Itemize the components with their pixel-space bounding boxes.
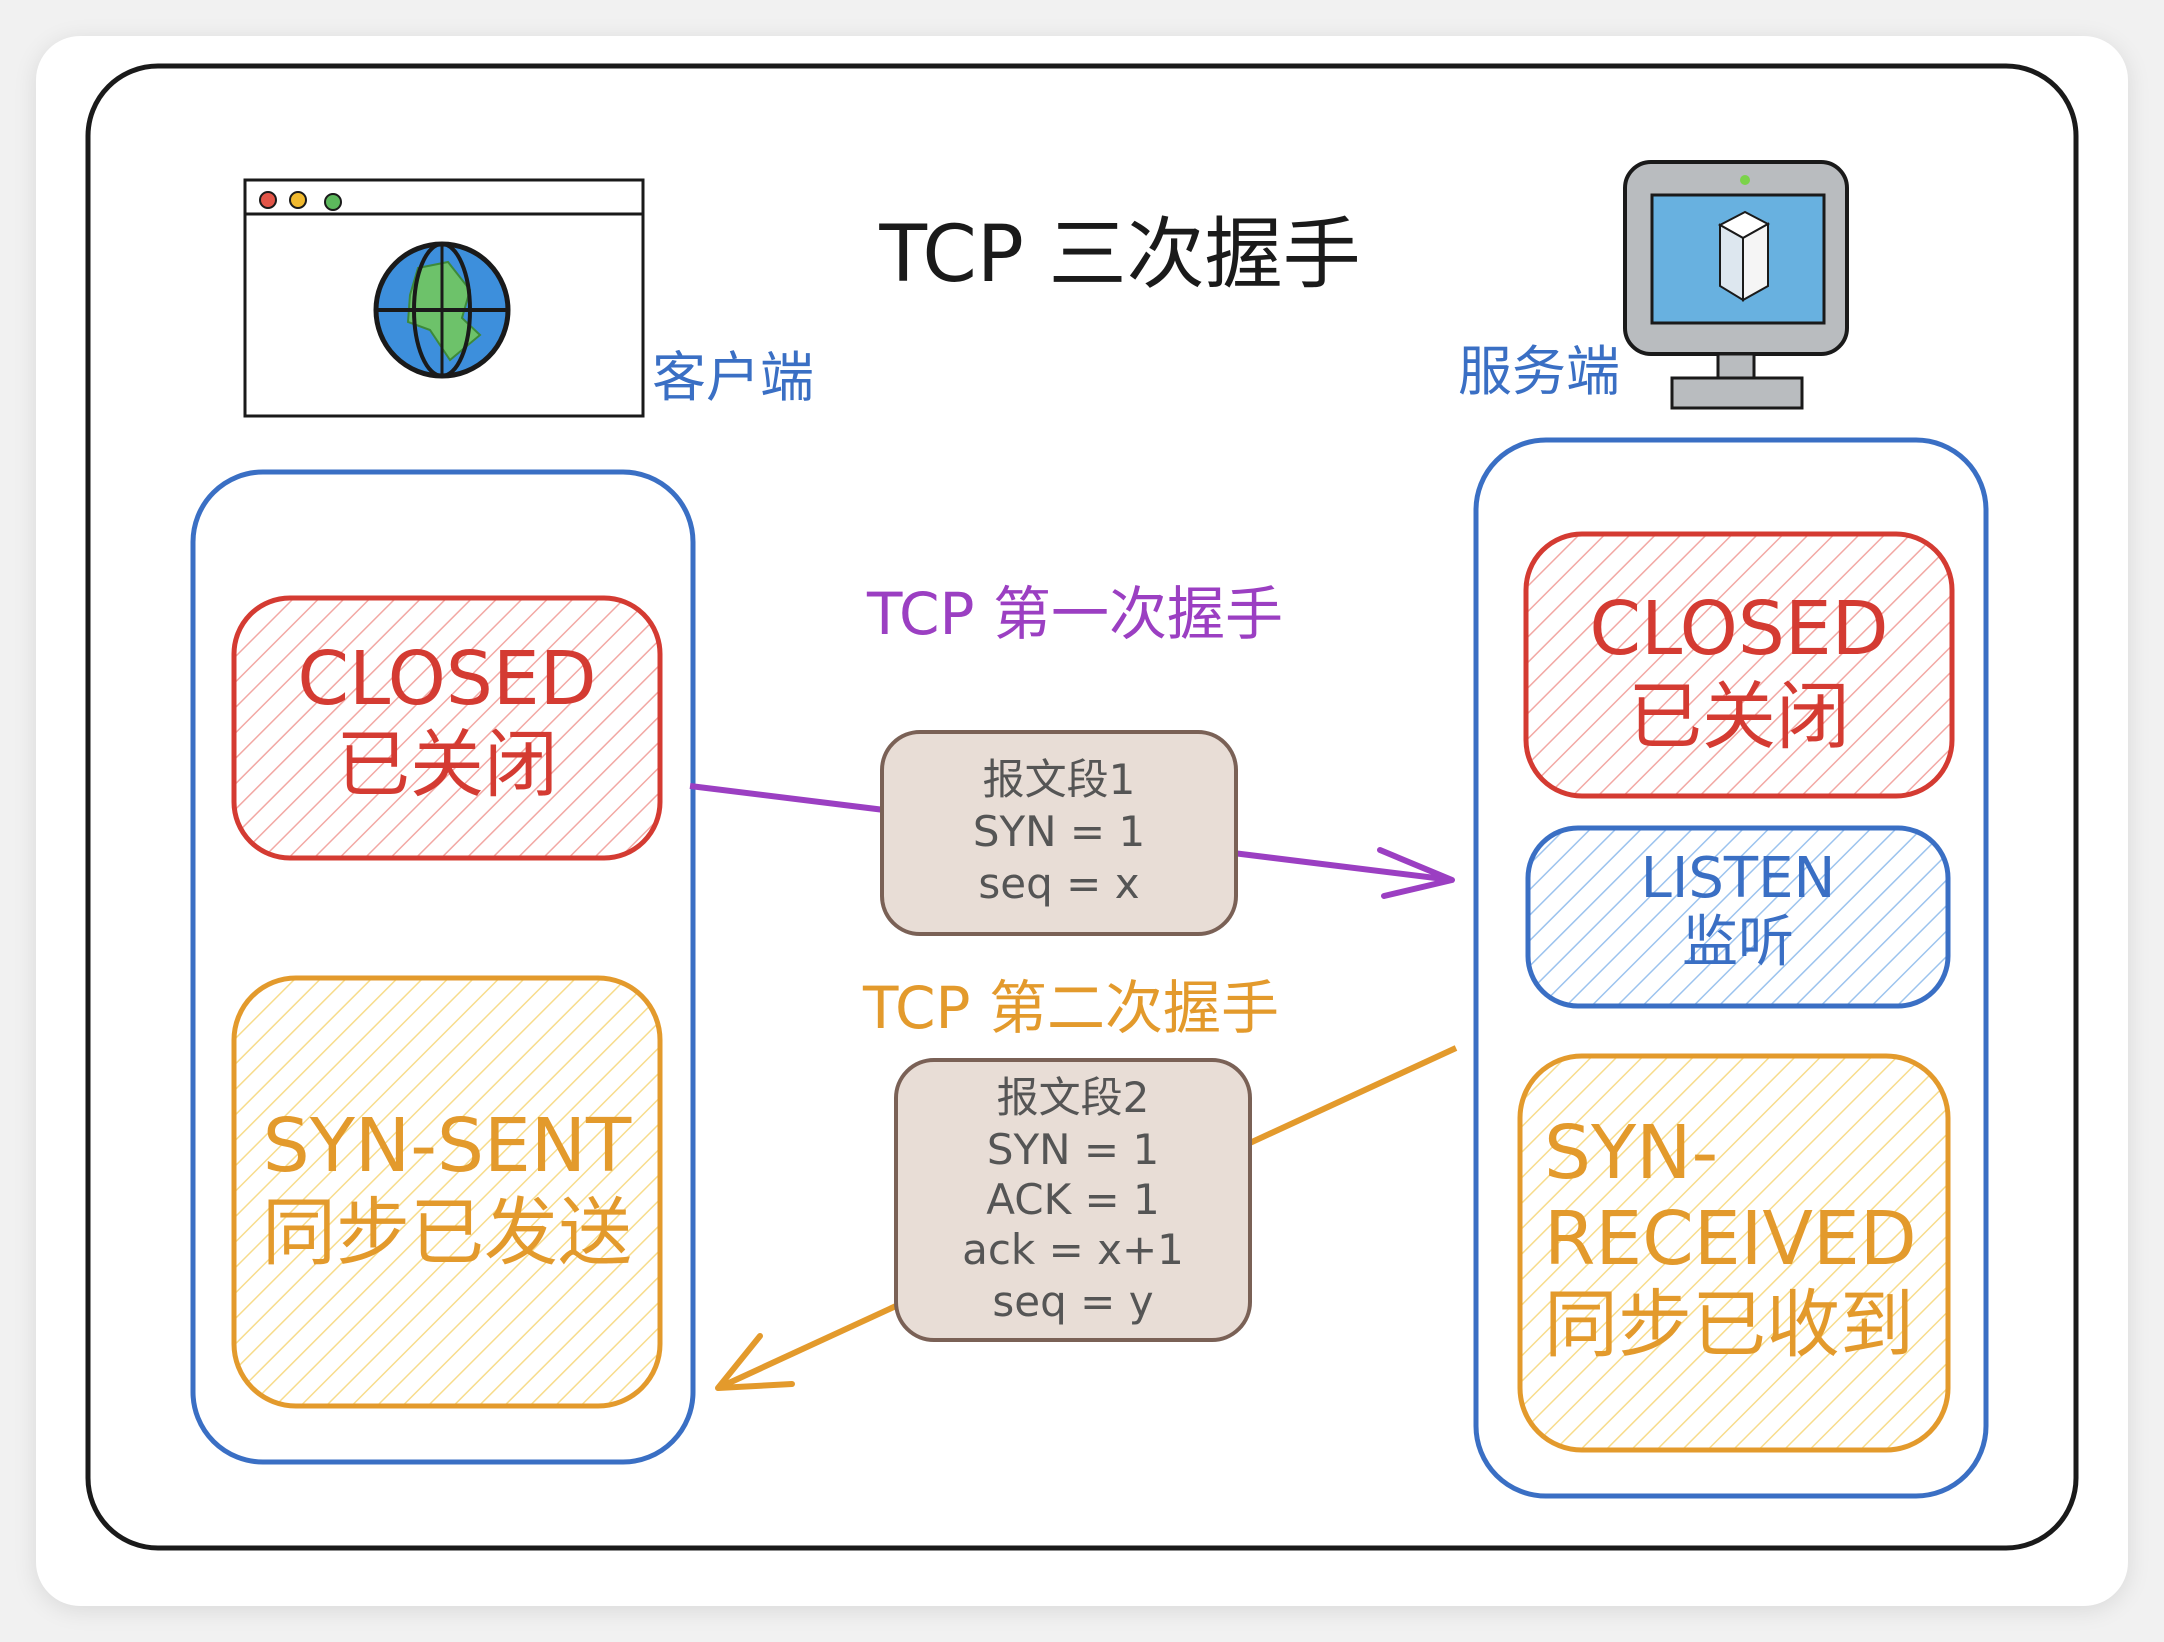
server-closed-zh-label: 已关闭 [1628,674,1850,760]
page-title: TCP 三次握手 [879,210,1361,300]
handshake-2-arrowhead [715,1333,795,1391]
client-closed-label: CLOSED [297,636,597,722]
monitor-icon [1623,160,1849,410]
client-syn-sent-label: SYN-SENT [262,1103,632,1189]
server-syn-received-zh-label: 同步已收到 [1544,1282,1914,1368]
segment-2-line-3: ACK = 1 [986,1175,1160,1224]
client-closed-zh-label: 已关闭 [336,722,558,808]
server-closed-label: CLOSED [1589,586,1889,672]
handshake-1-label: TCP 第一次握手 [867,580,1283,648]
segment-2-line-4: ack = x+1 [962,1225,1184,1274]
server-listen-state-box [1525,825,1951,1009]
client-syn-sent-state-box [231,975,663,1409]
globe-browser-icon [243,178,645,418]
client-label: 客户端 [652,346,814,409]
server-label: 服务端 [1458,340,1620,403]
client-syn-sent-zh-label: 同步已发送 [262,1190,632,1276]
segment-2-line-5: seq = y [992,1277,1154,1326]
segment-2-box [894,1058,1252,1342]
segment-1-line-3: seq = x [978,859,1140,908]
client-container [190,469,696,1465]
server-closed-state-box [1523,531,1955,799]
segment-2-line-2: SYN = 1 [986,1125,1160,1174]
segment-1-line-1: 报文段1 [982,755,1136,804]
server-syn-label-line1: SYN- [1544,1110,1719,1196]
segment-2-line-1: 报文段2 [996,1073,1150,1122]
segment-1-box [880,730,1238,936]
outer-frame [85,63,2079,1551]
server-listen-zh-label: 监听 [1682,910,1794,975]
server-syn-label-line2: RECEIVED [1544,1196,1917,1282]
server-container [1473,437,1989,1499]
server-listen-label: LISTEN [1640,846,1836,911]
server-syn-received-state-box [1517,1053,1951,1453]
segment-1-line-2: SYN = 1 [972,807,1146,856]
handshake-1-arrowhead [1377,847,1455,899]
handshake-2-label: TCP 第二次握手 [863,974,1279,1042]
client-closed-state-box [231,595,663,861]
